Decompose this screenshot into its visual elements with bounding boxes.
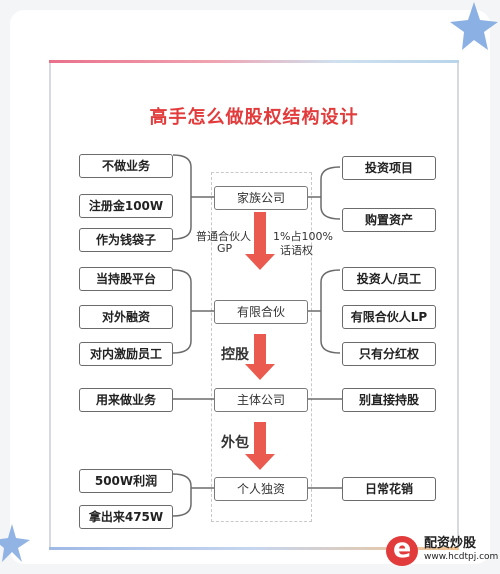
right-box-investors-employees: 投资人/员工 <box>342 267 436 291</box>
center-box-limited-partnership: 有限合伙 <box>214 300 308 324</box>
right-box-limited-partner: 有限合伙人LP <box>342 305 436 329</box>
star-decoration-top-right <box>450 2 498 50</box>
left-box-registered-capital: 注册金100W <box>79 194 173 218</box>
left-box-external-financing: 对外融资 <box>79 305 173 329</box>
center-box-family-company: 家族公司 <box>214 186 308 210</box>
left-box-do-business: 用来做业务 <box>79 388 173 412</box>
left-box-money-bag: 作为钱袋子 <box>79 228 173 252</box>
label-gp-line2: GP <box>217 242 233 255</box>
diagram-card: 高手怎么做股权结构设计 <box>49 60 459 550</box>
right-box-daily-expenses: 日常花销 <box>342 477 436 501</box>
center-dashed-frame <box>211 172 312 522</box>
label-pct-line1: 1%占100% <box>273 230 333 243</box>
label-pct-line2: 话语权 <box>280 244 313 257</box>
e-logo-icon <box>386 533 418 566</box>
watermark-url: www.hcdtpj.com <box>424 552 499 562</box>
label-gp-line1: 普通合伙人 <box>196 230 251 243</box>
right-box-dividend-only: 只有分红权 <box>342 342 436 366</box>
star-decoration-bottom-left <box>0 524 30 562</box>
connector-lines <box>172 154 342 517</box>
watermark-name: 配资炒股 <box>424 536 477 551</box>
left-box-no-business: 不做业务 <box>79 154 173 178</box>
right-box-no-direct-holding: 别直接持股 <box>342 388 436 412</box>
left-box-profit: 500W利润 <box>79 469 173 493</box>
left-box-take-out: 拿出来475W <box>79 505 173 529</box>
watermark-logo: 配资炒股 www.hcdtpj.com <box>378 530 500 574</box>
left-box-holding-platform: 当持股平台 <box>79 267 173 291</box>
center-box-sole-proprietorship: 个人独资 <box>214 477 308 501</box>
right-box-purchase-assets: 购置资产 <box>342 208 436 232</box>
left-box-employee-incentive: 对内激励员工 <box>79 342 173 366</box>
label-outsource: 外包 <box>221 435 249 451</box>
label-control: 控股 <box>221 347 249 363</box>
diagram-title: 高手怎么做股权结构设计 <box>149 107 359 128</box>
right-box-investment-projects: 投资项目 <box>342 156 436 180</box>
center-box-main-company: 主体公司 <box>214 388 308 412</box>
